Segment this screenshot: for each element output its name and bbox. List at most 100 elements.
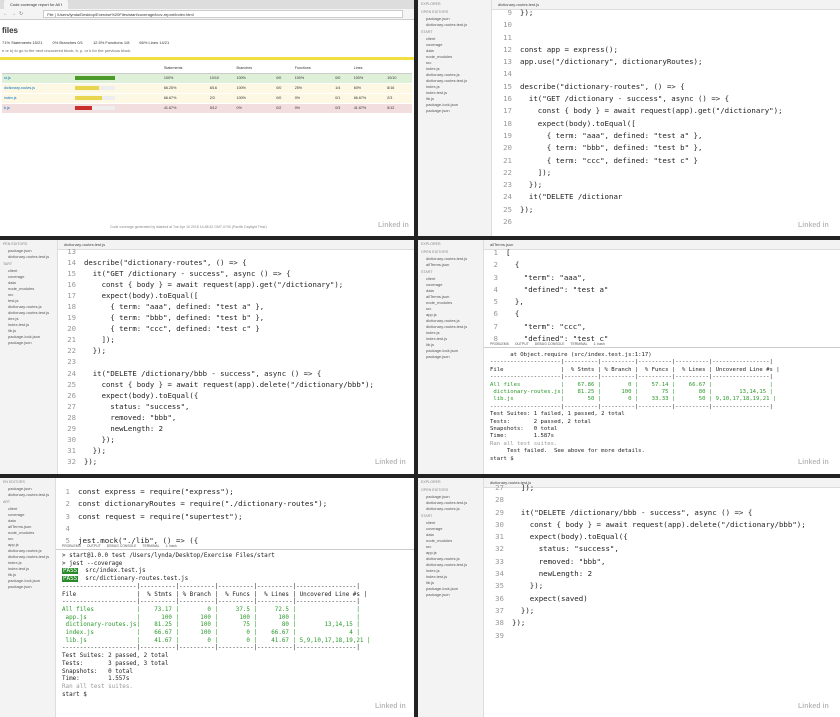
panel-tab[interactable]: OUTPUT: [514, 342, 529, 346]
sidebar-item[interactable]: package-lock.json: [426, 102, 459, 107]
sidebar-item[interactable]: lib.js: [8, 328, 17, 333]
sidebar-item[interactable]: node_modules: [426, 54, 453, 59]
sidebar-item[interactable]: package.json: [426, 16, 450, 21]
sidebar-item[interactable]: coverage: [8, 274, 25, 279]
sidebar-item[interactable]: data: [426, 532, 434, 537]
sidebar-item[interactable]: package.json: [8, 340, 32, 345]
sidebar-item[interactable]: dictionary-routes.js: [426, 318, 460, 323]
column-header[interactable]: Statements: [161, 64, 208, 74]
editor-tab[interactable]: dictionary-routes.test.js: [492, 0, 840, 10]
reload-icon[interactable]: ↻: [19, 11, 24, 17]
sidebar-item[interactable]: dictionary-routes.test.js: [8, 554, 50, 559]
column-header[interactable]: [274, 64, 293, 74]
sidebar-item[interactable]: client: [8, 506, 18, 511]
sidebar-item[interactable]: node_modules: [8, 286, 35, 291]
sidebar-item[interactable]: client: [426, 520, 436, 525]
sidebar-item[interactable]: index.js: [426, 84, 440, 89]
sidebar-item[interactable]: package.json: [426, 494, 450, 499]
sidebar-item[interactable]: package.json: [8, 248, 32, 253]
sidebar-item[interactable]: package.json: [426, 592, 450, 597]
sidebar-item[interactable]: coverage: [426, 526, 443, 531]
column-header[interactable]: Lines: [351, 64, 386, 74]
file-link[interactable]: dictionary-routes.js: [2, 83, 73, 94]
sidebar-item[interactable]: node_modules: [426, 538, 453, 543]
url-input[interactable]: File | /Users/lynda/Desktop/Exercise%20F…: [43, 10, 404, 18]
terminal[interactable]: > start@1.0.0 test /Users/lynda/Desktop/…: [62, 553, 371, 699]
column-header[interactable]: [72, 64, 162, 74]
sidebar-item[interactable]: test.js: [8, 298, 19, 303]
forward-icon[interactable]: →: [11, 11, 16, 17]
sidebar-item[interactable]: dictionary-routes.test.js: [8, 254, 50, 259]
sidebar-item[interactable]: node_modules: [426, 300, 453, 305]
panel-tab[interactable]: 1: bash: [165, 544, 177, 548]
file-link[interactable]: st.js: [2, 73, 73, 84]
sidebar-item[interactable]: src: [8, 536, 14, 541]
sidebar-item[interactable]: dictionary-routes.js: [8, 548, 42, 553]
sidebar-item[interactable]: package.json: [8, 584, 32, 589]
panel-tab[interactable]: TERMINAL: [142, 544, 160, 548]
sidebar-item[interactable]: src: [426, 544, 432, 549]
sidebar-item[interactable]: node_modules: [8, 530, 35, 535]
sidebar-item[interactable]: data: [426, 48, 434, 53]
sidebar-item[interactable]: app.js: [426, 312, 437, 317]
sidebar-item[interactable]: package-lock.json: [8, 578, 41, 583]
panel-tab[interactable]: 1: bash: [593, 342, 605, 346]
sidebar-item[interactable]: index.test.js: [8, 322, 30, 327]
sidebar-item[interactable]: coverage: [426, 282, 443, 287]
sidebar-item[interactable]: package-lock.json: [426, 586, 459, 591]
editor-tab[interactable]: dictionary-routes.test.js: [58, 240, 414, 250]
back-icon[interactable]: ←: [3, 11, 8, 17]
terminal[interactable]: at Object.require (src/index.test.js:1:1…: [490, 352, 780, 463]
sidebar-item[interactable]: coverage: [8, 512, 25, 517]
panel-tab[interactable]: DEBUG CONSOLE: [534, 342, 565, 346]
sidebar-item[interactable]: dictionary-routes.test.js: [426, 324, 468, 329]
sidebar-item[interactable]: dictionary-routes.js: [426, 72, 460, 77]
sidebar-item[interactable]: dictionary-routes.test.js: [426, 78, 468, 83]
sidebar-item[interactable]: dex.js: [8, 316, 19, 321]
sidebar-item[interactable]: dictionary-routes.js: [426, 556, 460, 561]
sidebar-item[interactable]: data: [8, 280, 16, 285]
sidebar-item[interactable]: index.js: [426, 330, 440, 335]
sidebar-item[interactable]: index.js: [426, 568, 440, 573]
sidebar-item[interactable]: coverage: [426, 42, 443, 47]
sidebar-item[interactable]: dictionary-routes.test.js: [426, 22, 468, 27]
editor-tab[interactable]: dictionary-routes.test.js: [484, 478, 840, 488]
panel-tab[interactable]: PROBLEMS: [490, 342, 509, 346]
panel-tab[interactable]: DEBUG CONSOLE: [106, 544, 137, 548]
sidebar-item[interactable]: index.test.js: [426, 90, 448, 95]
sidebar-item[interactable]: src: [8, 292, 14, 297]
sidebar-item[interactable]: allTerms.json: [8, 524, 32, 529]
column-header[interactable]: Branches: [234, 64, 275, 74]
sidebar-item[interactable]: index.test.js: [426, 336, 448, 341]
panel-tab[interactable]: TERMINAL: [570, 342, 588, 346]
sidebar-item[interactable]: dictionary-routes.js: [426, 506, 460, 511]
sidebar-item[interactable]: data: [8, 518, 16, 523]
sidebar-item[interactable]: package-lock.json: [426, 348, 459, 353]
sidebar-item[interactable]: index.test.js: [8, 566, 30, 571]
panel-tab[interactable]: OUTPUT: [86, 544, 101, 548]
sidebar-item[interactable]: data: [426, 288, 434, 293]
sidebar-item[interactable]: client: [426, 36, 436, 41]
sidebar-item[interactable]: package.json: [8, 486, 32, 491]
sidebar-item[interactable]: lib.js: [426, 580, 435, 585]
browser-tab[interactable]: Code coverage report for All f: [4, 0, 68, 9]
sidebar-item[interactable]: package.json: [426, 108, 450, 113]
sidebar-item[interactable]: lib.js: [426, 342, 435, 347]
sidebar-item[interactable]: app.js: [426, 550, 437, 555]
sidebar-item[interactable]: dictionary-routes.test.js: [426, 562, 468, 567]
sidebar-item[interactable]: allTerms.json: [426, 294, 450, 299]
column-header[interactable]: Functions: [292, 64, 334, 74]
sidebar-item[interactable]: dictionary-routes.test.js: [426, 256, 468, 261]
code-editor[interactable]: 1[2 {3 "term": "aaa",4 "defined": "test …: [488, 247, 609, 345]
sidebar-item[interactable]: src: [426, 306, 432, 311]
sidebar-item[interactable]: client: [8, 268, 18, 273]
column-header[interactable]: [333, 64, 352, 74]
sidebar-item[interactable]: index.test.js: [426, 574, 448, 579]
panel-tab[interactable]: PROBLEMS: [62, 544, 81, 548]
column-header[interactable]: [2, 64, 73, 74]
sidebar-item[interactable]: package.json: [426, 354, 450, 359]
